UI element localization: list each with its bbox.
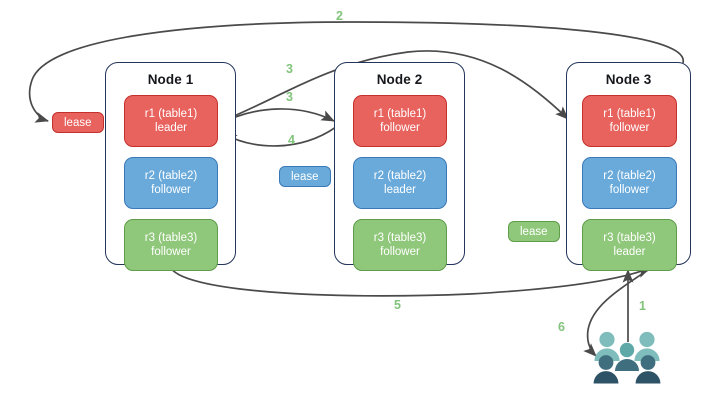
replica-role: follower (380, 246, 420, 258)
step-label-3-lower: 3 (286, 90, 293, 104)
replica-id: r1 (table1) (603, 108, 656, 120)
replica-role: leader (384, 184, 416, 196)
replica-id: r3 (table3) (603, 232, 656, 244)
replica-id: r3 (table3) (144, 232, 198, 244)
step-label-5: 5 (394, 298, 401, 312)
node-title: Node 3 (605, 72, 652, 87)
replica-role: follower (151, 246, 191, 258)
lease-chip-r2[interactable]: lease (279, 166, 331, 187)
node-card-2[interactable]: Node 2 r1 (table1) follower r2 (table2) … (334, 62, 465, 271)
replica-role: follower (151, 184, 191, 196)
replica-pill-r3[interactable]: r3 (table3) follower (353, 219, 447, 271)
replica-pill-r3[interactable]: r3 (table3) follower (124, 219, 218, 271)
step-label-4: 4 (288, 133, 295, 147)
replica-pill-r1[interactable]: r1 (table1) leader (124, 95, 218, 147)
replica-pill-r2[interactable]: r2 (table2) follower (124, 157, 218, 209)
node-title: Node 1 (147, 72, 194, 87)
replica-id: r1 (table1) (144, 108, 198, 120)
client-figure-front-right (635, 355, 661, 384)
replica-pill-r2[interactable]: r2 (table2) leader (353, 157, 447, 209)
step-label-6: 6 (558, 320, 565, 334)
replica-id: r3 (table3) (373, 232, 427, 244)
replica-role: follower (609, 184, 650, 196)
node-card-1[interactable]: Node 1 r1 (table1) leader r2 (table2) fo… (105, 62, 236, 271)
client-figure-front-left (593, 355, 619, 384)
arrow-step-3-to-node2 (219, 108, 335, 125)
lease-chip-r1[interactable]: lease (52, 112, 104, 133)
replica-pill-r1[interactable]: r1 (table1) follower (582, 95, 677, 147)
clients-icon (593, 331, 661, 384)
node-title: Node 2 (376, 72, 423, 87)
step-label-2: 2 (336, 9, 343, 23)
replica-pill-r1[interactable]: r1 (table1) follower (353, 95, 447, 147)
replica-id: r1 (table1) (373, 108, 427, 120)
replica-id: r2 (table2) (603, 170, 656, 182)
replica-pill-r2[interactable]: r2 (table2) follower (582, 157, 677, 209)
replica-role: follower (609, 122, 650, 134)
replica-role: follower (380, 122, 420, 134)
replica-role: leader (613, 246, 646, 258)
lease-chip-r3[interactable]: lease (508, 221, 560, 242)
node-card-3[interactable]: Node 3 r1 (table1) follower r2 (table2) … (566, 62, 691, 271)
step-label-1: 1 (639, 299, 646, 313)
arrow-step-4 (223, 126, 337, 147)
replica-id: r2 (table2) (373, 170, 427, 182)
replica-role: leader (155, 122, 187, 134)
step-label-3-upper: 3 (286, 62, 293, 76)
replica-id: r2 (table2) (144, 170, 198, 182)
replica-pill-r3[interactable]: r3 (table3) leader (582, 219, 677, 271)
